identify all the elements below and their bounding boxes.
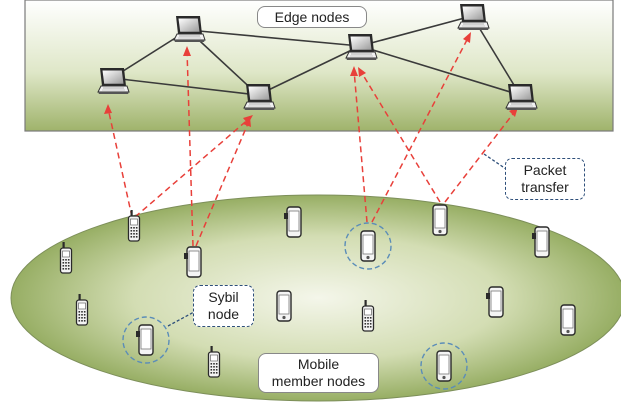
arrowhead xyxy=(350,66,358,76)
sybil-highlights xyxy=(122,222,468,390)
mobile-member-area xyxy=(10,194,621,402)
packet-link xyxy=(359,69,441,203)
mobile-phone-icon xyxy=(485,286,504,318)
mobile-phone-icon xyxy=(135,324,154,356)
laptop-icon xyxy=(505,83,538,111)
mobile-phone-icon xyxy=(560,304,576,336)
mobile-member-nodes-label: Mobile member nodes xyxy=(258,353,379,393)
packet-transfer-line1: Packet xyxy=(523,162,567,178)
packet-link xyxy=(353,69,368,223)
edge-nodes-label: Edge nodes xyxy=(257,6,367,28)
laptop-icon xyxy=(243,83,276,111)
mobile-phone-icon xyxy=(276,290,292,322)
sybil-highlight-circle xyxy=(344,222,392,270)
edge-link xyxy=(257,45,361,96)
mobile-phone-icon xyxy=(360,230,376,262)
arrowhead xyxy=(358,67,366,77)
sybil-node-label: Sybil node xyxy=(193,285,254,327)
laptop-icon xyxy=(345,33,378,61)
packet-link xyxy=(107,107,133,218)
mobile-phone-icon xyxy=(436,350,452,382)
packet-link xyxy=(134,116,252,218)
laptop-icon xyxy=(457,3,490,31)
laptop-icon xyxy=(173,15,206,43)
edge-link xyxy=(359,15,473,47)
arrowhead xyxy=(243,117,251,127)
arrowhead xyxy=(183,46,191,56)
mobile-phone-icon xyxy=(531,226,550,258)
packet-transfer-line2: transfer xyxy=(521,179,569,195)
sybil-node-line1: Sybil xyxy=(208,289,239,305)
sybil-highlight-circle xyxy=(122,316,170,364)
mobile-phone-icon xyxy=(183,246,202,278)
mobile-phone-icon xyxy=(283,206,302,238)
edge-link xyxy=(187,29,361,47)
packet-transfer-pointer xyxy=(483,153,507,170)
edge-link xyxy=(359,45,521,96)
sybil-highlight-circle xyxy=(420,342,468,390)
packet-transfer-label: Packet transfer xyxy=(505,158,585,200)
packet-link xyxy=(371,35,470,223)
mobile-member-line2: member nodes xyxy=(271,373,366,389)
arrowhead xyxy=(104,104,112,114)
arrowhead xyxy=(463,32,471,43)
edge-link xyxy=(111,77,259,96)
laptop-icon xyxy=(97,67,130,95)
packet-link xyxy=(195,120,250,247)
sybil-node-line2: node xyxy=(207,306,240,322)
mobile-phone-icon xyxy=(432,204,448,236)
packet-link xyxy=(186,49,194,247)
packet-transfer-links xyxy=(107,35,517,247)
edge-nodes-label-text: Edge nodes xyxy=(274,9,350,25)
mobile-member-line1: Mobile xyxy=(297,356,340,372)
